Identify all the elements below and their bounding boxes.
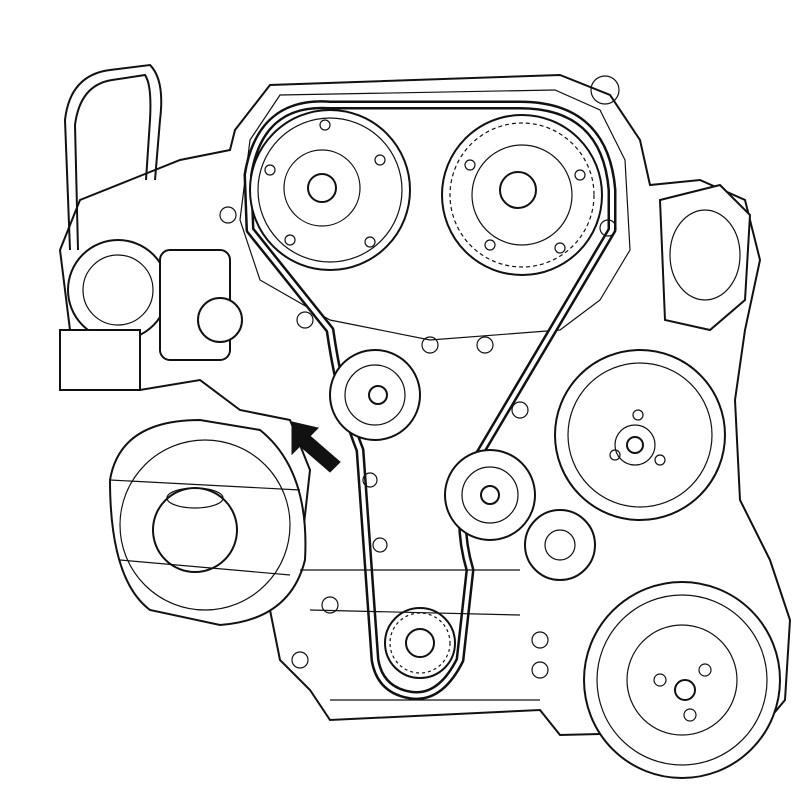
water-pump-sprocket [524, 509, 596, 581]
ac-compressor-pulley [583, 581, 781, 779]
tensioner-pulley [444, 449, 536, 541]
arrow-icon [291, 421, 341, 473]
engine-mount-bracket [658, 183, 752, 332]
water-pump-pulley [152, 487, 238, 573]
crankshaft-sprocket [384, 607, 456, 679]
hose [63, 63, 163, 251]
intake-housing [59, 329, 141, 391]
exhaust-camshaft-sprocket [441, 114, 603, 276]
accessory-pulley [554, 349, 726, 521]
hose [73, 73, 152, 251]
engine-block-outline [58, 73, 792, 737]
intake-camshaft-sprocket [249, 109, 411, 271]
idler-pulley [329, 349, 421, 441]
timing-cover-top [239, 89, 631, 341]
